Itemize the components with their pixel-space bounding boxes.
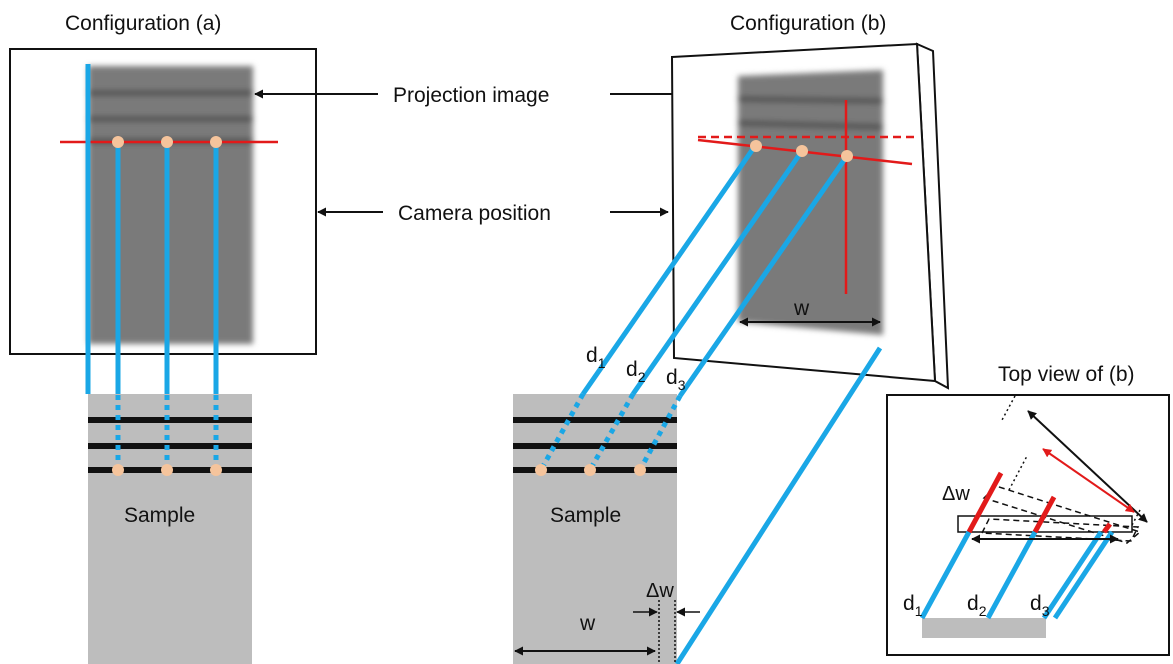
svg-text:d2: d2 [626,358,646,385]
sample-a-line-1 [88,417,252,423]
svg-text:d3: d3 [666,366,686,393]
d2-sub: 2 [638,369,646,385]
top-view-red-diagonal-arrow [1042,448,1135,513]
d2-label: d [626,358,638,381]
svg-text:d1: d1 [586,344,606,371]
top-view-dotted-guide-3 [1008,455,1028,491]
w-top-label: w [793,297,810,320]
svg-text:d3: d3 [1030,592,1050,619]
svg-text:d2: d2 [967,592,987,619]
dots-b [535,140,853,476]
delta-w-top-label: Δw [942,483,970,505]
d3-label: d [666,366,678,389]
tv-d3-sub: 3 [1042,603,1050,619]
tv-d1-sub: 1 [915,603,923,619]
camera-position-label: Camera position [398,202,551,225]
sample-b-label: Sample [550,504,621,527]
tv-d1-label: d [903,592,915,615]
top-view-title: Top view of (b) [998,363,1135,386]
sample-b-line-1 [513,417,677,423]
sample-b [513,394,677,664]
delta-w-bottom-label: Δw [646,580,674,602]
tv-d2-sub: 2 [979,603,987,619]
top-view-sample [922,618,1046,638]
d1-sub: 1 [598,355,606,371]
top-view-dotted-guide-2 [1130,509,1141,528]
tv-d3-label: d [1030,592,1042,615]
svg-text:d1: d1 [903,592,923,619]
d3-sub: 3 [678,377,686,393]
sample-a [88,394,252,664]
projection-image-b [738,70,883,335]
beams-b-dotted [538,392,683,472]
beam-a-dotted [115,395,219,470]
w-bottom-label: w [579,612,596,635]
sample-a-line-2 [88,443,252,449]
tv-d2-label: d [967,592,979,615]
config-b-title: Configuration (b) [730,12,886,35]
projection-image-label: Projection image [393,84,549,107]
beams-b [580,144,883,664]
d1-label: d [586,344,598,367]
config-a-title: Configuration (a) [65,12,221,35]
sample-a-label: Sample [124,504,195,527]
projection-image-a [88,66,253,344]
sample-b-line-2 [513,443,677,449]
dots-a [112,136,222,476]
